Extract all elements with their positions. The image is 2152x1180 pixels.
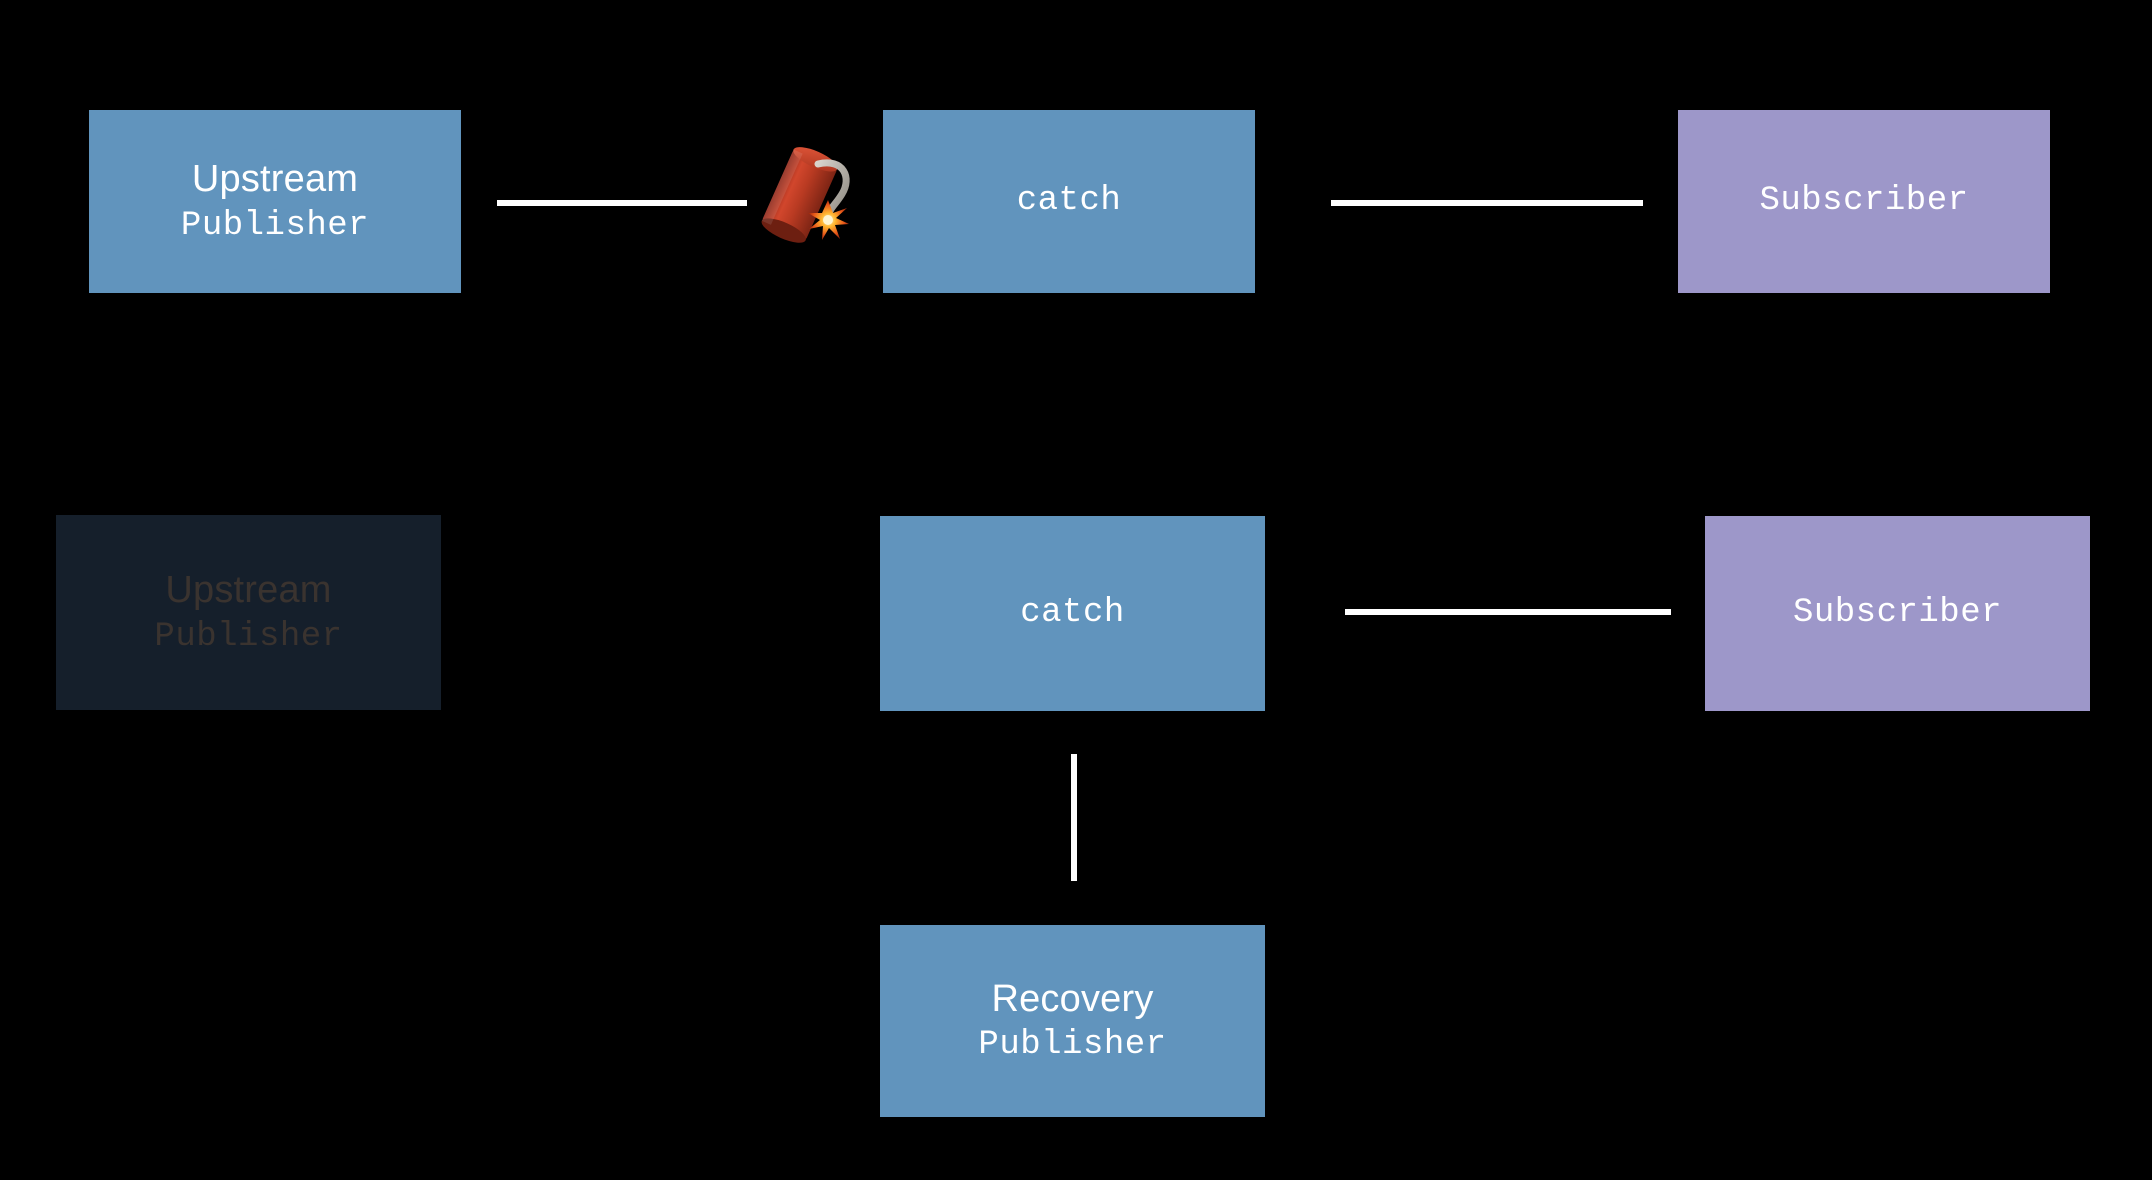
node-label: catch <box>1016 182 1122 221</box>
node-subscriber-row2[interactable]: Subscriber <box>1705 516 2090 711</box>
connector-recovery-to-catch <box>1071 754 1077 881</box>
node-subtitle: Publisher <box>180 206 370 245</box>
connector-upstream-to-catch-row1 <box>497 200 747 206</box>
node-title: Upstream <box>165 569 332 612</box>
node-label: Subscriber <box>1759 182 1969 221</box>
node-catch-operator-row2[interactable]: catch <box>880 516 1265 711</box>
node-upstream-publisher-row2-disabled[interactable]: Upstream Publisher <box>56 515 441 710</box>
node-label: Subscriber <box>1792 594 2003 633</box>
node-subtitle: Publisher <box>978 1026 1167 1065</box>
connector-catch-to-subscriber-row1 <box>1331 200 1643 206</box>
node-catch-operator-row1[interactable]: catch <box>883 110 1255 293</box>
dynamite-icon <box>748 136 860 248</box>
node-subscriber-row1[interactable]: Subscriber <box>1678 110 2050 293</box>
node-title: Upstream <box>191 158 359 201</box>
node-subtitle: Publisher <box>154 617 343 656</box>
node-recovery-publisher[interactable]: Recovery Publisher <box>880 925 1265 1117</box>
node-label: catch <box>1020 594 1125 633</box>
node-upstream-publisher-row1[interactable]: Upstream Publisher <box>89 110 461 293</box>
node-title: Recovery <box>991 977 1154 1020</box>
connector-catch-to-subscriber-row2 <box>1345 609 1671 615</box>
